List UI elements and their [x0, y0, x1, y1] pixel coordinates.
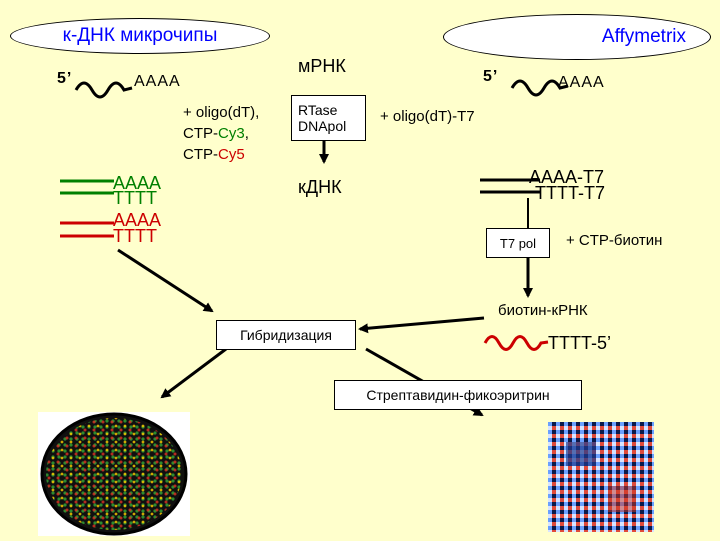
right-mrna-prime: 5’: [483, 68, 499, 85]
streptavidin-label: Стрептавидин-фикоэритрин: [366, 387, 550, 403]
hybridization-box: Гибридизация: [216, 320, 356, 350]
rtase-label: RTase: [298, 102, 338, 118]
t7-pol-box: T7 pol: [486, 228, 550, 258]
red-duplex-bottom: TTTT: [113, 226, 157, 246]
arrow-crna-to-hybridization: [358, 316, 485, 334]
affymetrix-oval: Affymetrix: [443, 14, 711, 60]
right-duplex-bottom: TTTT-T7: [535, 183, 605, 203]
right-reagent-oligo-t7: + oligo(dT)-T7: [380, 108, 475, 125]
arrow-duplex-to-hybridization: [117, 248, 214, 313]
green-duplex-top: AAAA: [113, 173, 162, 193]
biotin-crna-strand: [483, 335, 549, 351]
affymetrix-title: Affymetrix: [601, 26, 686, 47]
cdna-microarray-oval: к-ДНК микрочипы: [10, 18, 270, 54]
right-mrna-tail: AAAA: [558, 74, 605, 91]
t7-pol-label: T7 pol: [499, 235, 537, 251]
biotin-crna-label: биотин-кРНК: [498, 302, 588, 319]
ctp-biotin-reagent: + CTP-биотин: [566, 232, 663, 249]
cdna-label: кДНК: [298, 177, 342, 197]
arrow-hybridization-to-chip: [160, 347, 227, 399]
tttt-5-label: TTTT-5’: [548, 333, 611, 353]
left-mrna-strand: [74, 81, 133, 99]
left-mrna-prime: 5’: [57, 70, 73, 87]
left-reagent-cy5: CTP-Cy5: [183, 146, 245, 163]
green-duplex-bottom: TTTT: [113, 188, 157, 208]
left-reagent-cy3: CTP-Cy3,: [183, 125, 249, 142]
cy3-suffix: ,: [244, 125, 249, 142]
cdna-microarray-chip-image: [38, 412, 190, 536]
cy5-dye: Cy5: [218, 146, 245, 163]
mrna-title: мРНК: [298, 56, 346, 76]
affymetrix-chip-image: [548, 422, 654, 532]
left-mrna-tail: AAAA: [134, 73, 181, 90]
cy3-dye: Cy3: [218, 125, 245, 142]
rtase-dnapol-box: RTase DNApol: [291, 95, 366, 141]
cy5-prefix: CTP-: [183, 146, 218, 163]
left-reagent-oligo: + oligo(dT),: [183, 104, 260, 121]
cy3-prefix: CTP-: [183, 125, 218, 142]
hybridization-label: Гибридизация: [240, 327, 332, 343]
right-duplex-top: AAAA-T7: [529, 167, 605, 187]
dnapol-label: DNApol: [298, 118, 347, 134]
right-mrna-strand: [510, 79, 569, 97]
red-duplex-top: AAAA: [113, 210, 162, 230]
streptavidin-box: Стрептавидин-фикоэритрин: [334, 380, 582, 410]
cdna-microarray-title: к-ДНК микрочипы: [62, 25, 218, 46]
